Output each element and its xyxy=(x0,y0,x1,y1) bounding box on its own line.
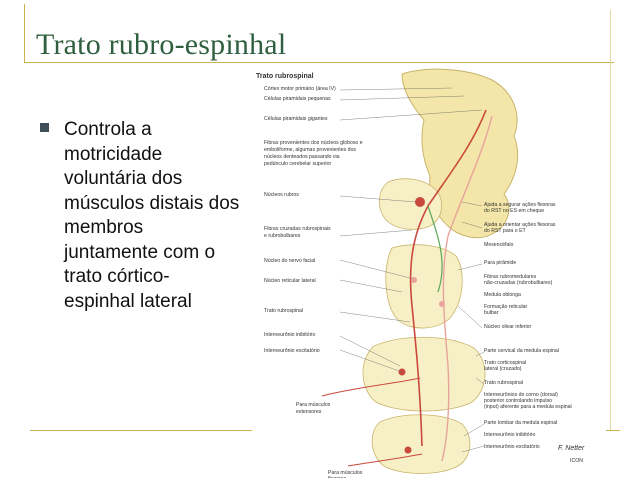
label-right-3: do RST para o ET xyxy=(484,228,527,234)
label-right-14: lateral (cruzado) xyxy=(484,366,522,372)
label-midbrain: Mesencéfalo xyxy=(484,242,514,248)
label-lateral-reticular: Núcleo reticular lateral xyxy=(264,278,316,284)
bullet-square-icon xyxy=(40,123,49,132)
label-fibers-3: núcleos denteados passando via xyxy=(264,154,340,160)
title-underline xyxy=(24,62,614,63)
label-fibers-1: Fibras provenientes dos núcleos globoso … xyxy=(264,140,363,146)
label-right-1: do RST no ES em cheque xyxy=(484,208,544,214)
label-to-pyramid: Para pirâmide xyxy=(484,260,516,266)
label-right-7: não-cruzadas (rubrobulbares) xyxy=(484,280,553,286)
label-flexor-muscles-2: flexores xyxy=(328,476,347,478)
red-nucleus-marker xyxy=(415,197,425,207)
label-right-excitatory: Interneurônio excitatório xyxy=(484,444,540,450)
corticospinal-tract-line xyxy=(441,115,493,462)
flexor-efferent-line xyxy=(347,453,423,467)
frame-vertical-line-left xyxy=(24,4,25,62)
label-fibers-2: emboliforme, algumas provenientes dos xyxy=(264,147,356,153)
bullet-text: Controla a motricidade voluntária dos mú… xyxy=(64,119,240,312)
label-extensor-muscles-2: extensores xyxy=(296,409,322,415)
slide-title: Trato rubro-espinhal xyxy=(36,28,287,61)
label-olivary: Núcleo olivar inferior xyxy=(484,324,532,330)
label-crossed-fibers-1: Fibras cruzadas rubrospinais xyxy=(264,226,331,232)
leader-lines xyxy=(339,87,485,453)
figure-title: Trato rubrospinal xyxy=(256,73,314,80)
label-right-inhibitory: Interneurônio inibitório xyxy=(484,432,535,438)
label-cortex: Córtex motor primário (área IV) xyxy=(264,86,336,92)
label-right-10: bulbar xyxy=(484,310,499,316)
publisher-mark: ICON xyxy=(570,458,583,464)
rubrobulbar-tract-line xyxy=(427,205,443,293)
medulla-shape xyxy=(385,244,463,329)
cervical-spinal-cord-shape xyxy=(362,336,486,412)
olivary-nucleus-marker xyxy=(439,301,445,307)
label-right-17: posterior controlando impulso xyxy=(484,398,552,404)
frame-vertical-line-right xyxy=(610,10,611,430)
label-rubrospinal-tract: Trato rubrospinal xyxy=(264,308,303,314)
midbrain-shape xyxy=(379,178,443,230)
label-extensor-muscles-1: Para músculos xyxy=(296,402,331,408)
label-crossed-fibers-2: e rubrobulbares xyxy=(264,233,301,239)
netter-signature: F. Netter xyxy=(558,445,585,452)
cerebral-cortex-shape xyxy=(401,68,519,239)
label-right-6: Fibras rubromedulares xyxy=(484,274,537,280)
label-cervical: Parte cervical da medula espinal xyxy=(484,348,559,354)
label-right-13: Trato corticospinal xyxy=(484,360,526,366)
rubrospinal-tract-line xyxy=(409,109,487,447)
label-giant-pyramidal: Células piramidais gigantes xyxy=(264,116,328,122)
label-red-nuclei: Núcleos rubros xyxy=(264,192,299,198)
facial-nucleus-marker xyxy=(411,277,417,283)
label-fibers-4: pedúnculo cerebelar superior xyxy=(264,161,331,167)
rubrospinal-tract-illustration: Trato rubrospinal Córtex motor primário … xyxy=(256,68,585,482)
lumbar-interneuron-marker xyxy=(404,446,412,454)
label-right-16: Interneurônios do corno (dorsal) xyxy=(484,392,558,398)
label-excitatory-interneuron: Interneurônio excitatório xyxy=(264,348,320,354)
bullet-list: Controla a motricidade voluntária dos mú… xyxy=(40,118,240,314)
label-lumbar: Parte lombar da medula espinal xyxy=(484,420,557,426)
label-medulla: Medula oblonga xyxy=(484,292,521,298)
label-inhibitory-interneuron: Interneurônio inibitório xyxy=(264,332,315,338)
extensor-efferent-line xyxy=(321,377,421,397)
label-right-rubrospinal: Trato rubrospinal xyxy=(484,380,523,386)
anatomy-figure: Trato rubrospinal Córtex motor primário … xyxy=(252,66,606,482)
label-small-pyramidal: Células piramidais pequenas xyxy=(264,96,331,102)
label-right-0: Ajuda a segurar ações flexoras xyxy=(484,202,556,208)
label-right-2: Ajuda a orientar ações flexoras xyxy=(484,222,556,228)
label-right-18: (input) aferente para a medula espinal xyxy=(484,404,572,410)
label-right-9: Formação reticular xyxy=(484,304,528,310)
label-flexor-muscles-1: Para músculos xyxy=(328,470,363,476)
label-facial-nucleus: Núcleo do nervo facial xyxy=(264,258,315,264)
